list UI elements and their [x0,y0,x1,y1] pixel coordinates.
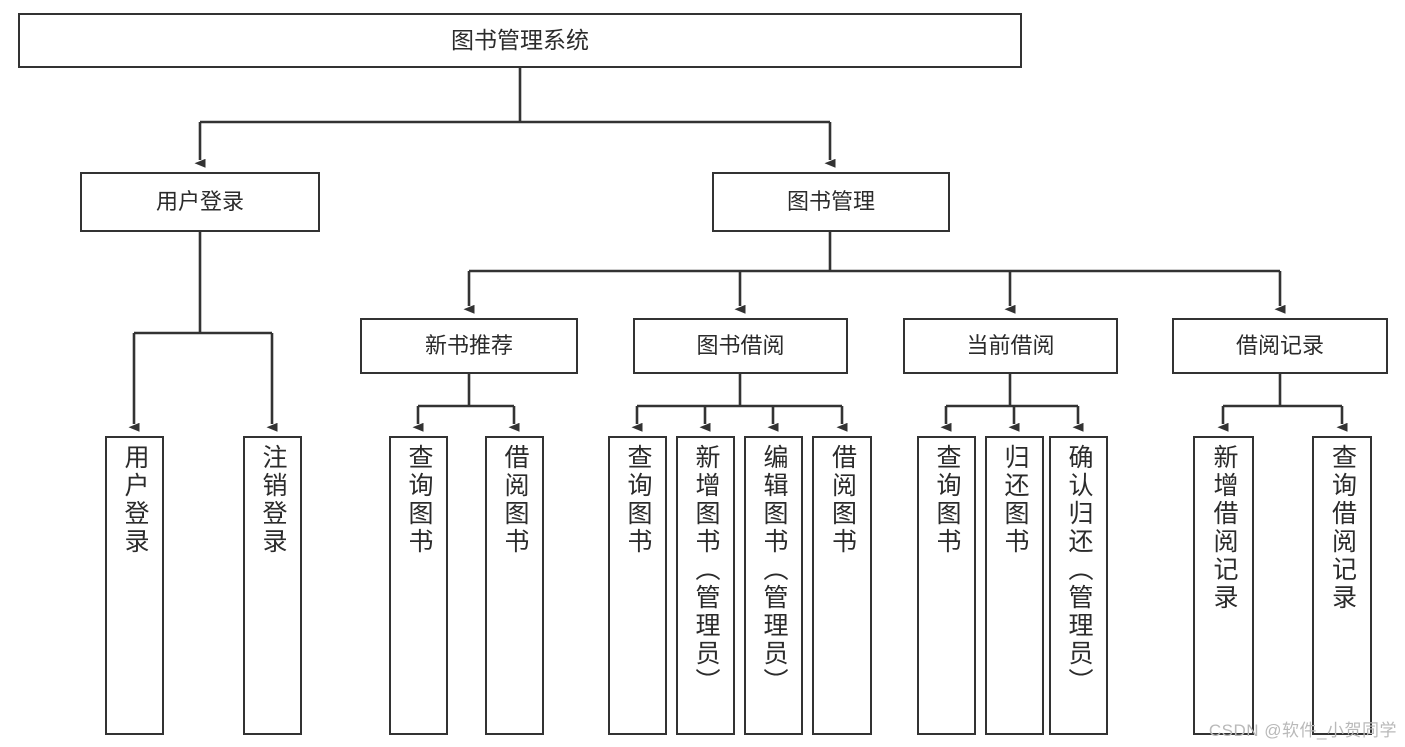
node-book-borrow-label: 图书借阅 [696,333,785,359]
node-leaf-query-borrow-rec[interactable]: 查询借阅记录 [1312,436,1372,735]
node-leaf-borrow-book[interactable]: 借阅图书 [812,436,872,735]
node-leaf-logout[interactable]: 注销登录 [243,436,302,735]
node-leaf-edit-book-label: 编辑图书（管理员） [760,444,788,696]
node-book-manage-label: 图书管理 [786,189,875,215]
node-leaf-return-book-label: 归还图书 [1001,444,1029,556]
csdn-watermark: CSDN @软件_小贺同学 [1208,721,1397,740]
node-borrow-record[interactable]: 借阅记录 [1172,318,1388,374]
node-book-manage[interactable]: 图书管理 [712,172,950,232]
node-current-borrow-label: 当前借阅 [966,333,1055,359]
node-leaf-borrow-book-label: 借阅图书 [828,444,857,556]
node-leaf-add-borrow-rec[interactable]: 新增借阅记录 [1193,436,1254,735]
node-leaf-query-book-cur-label: 查询图书 [933,444,961,556]
node-borrow-record-label: 借阅记录 [1235,333,1324,359]
node-leaf-query-book-bor-label: 查询图书 [624,444,652,556]
node-leaf-add-book[interactable]: 新增图书（管理员） [676,436,735,735]
node-leaf-user-login-label: 用户登录 [121,444,149,556]
node-current-borrow[interactable]: 当前借阅 [903,318,1118,374]
node-leaf-add-book-label: 新增图书（管理员） [692,444,720,696]
node-leaf-confirm-return[interactable]: 确认归还（管理员） [1049,436,1108,735]
node-leaf-return-book[interactable]: 归还图书 [985,436,1044,735]
node-user-login[interactable]: 用户登录 [80,172,320,232]
node-leaf-user-login[interactable]: 用户登录 [105,436,164,735]
node-leaf-query-book-cur[interactable]: 查询图书 [917,436,976,735]
node-root[interactable]: 图书管理系统 [18,13,1022,68]
node-leaf-query-borrow-rec-label: 查询借阅记录 [1328,444,1357,612]
node-new-book-rec[interactable]: 新书推荐 [360,318,578,374]
node-new-book-rec-label: 新书推荐 [424,333,513,359]
node-leaf-edit-book[interactable]: 编辑图书（管理员） [744,436,803,735]
node-leaf-add-borrow-rec-label: 新增借阅记录 [1210,444,1238,612]
node-root-label: 图书管理系统 [451,26,589,53]
node-leaf-borrow-book-rec[interactable]: 借阅图书 [485,436,544,735]
node-leaf-borrow-book-rec-label: 借阅图书 [501,444,529,556]
node-user-login-label: 用户登录 [155,189,244,215]
node-book-borrow[interactable]: 图书借阅 [633,318,848,374]
node-leaf-query-book-bor[interactable]: 查询图书 [608,436,667,735]
node-leaf-logout-label: 注销登录 [259,444,287,556]
node-leaf-query-book-rec-label: 查询图书 [405,444,433,556]
node-leaf-query-book-rec[interactable]: 查询图书 [389,436,448,735]
node-leaf-confirm-return-label: 确认归还（管理员） [1065,444,1093,696]
